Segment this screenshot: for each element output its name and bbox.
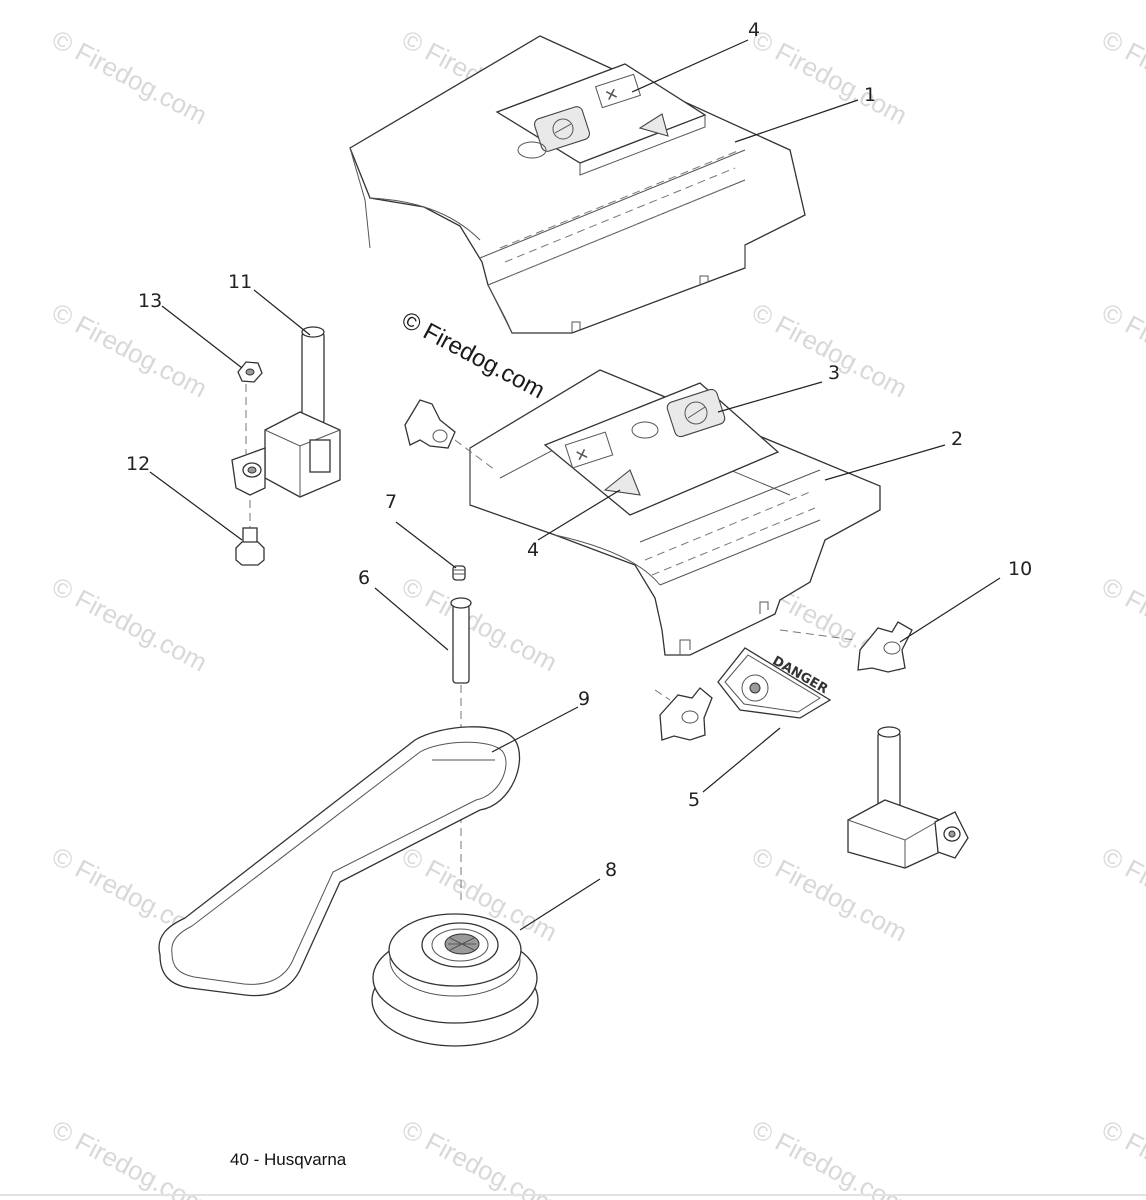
- part-5-danger-decal: DANGER: [717, 647, 832, 719]
- callout-5: 5: [688, 789, 700, 811]
- right-bracket-post: [847, 726, 969, 869]
- callout-4-lower: 4: [527, 539, 539, 561]
- callout-4: 4: [748, 19, 760, 41]
- watermark: © Firedog.com: [47, 571, 212, 678]
- callout-9: 9: [578, 688, 590, 710]
- watermark: © Firedog.com: [1097, 297, 1146, 404]
- watermark: © Firedog.com: [1097, 24, 1146, 131]
- callout-3: 3: [828, 362, 840, 384]
- watermark: © Firedog.com: [397, 571, 562, 678]
- part-7-set-screw: [452, 565, 466, 581]
- callout-8: 8: [605, 859, 617, 881]
- callout-labels: 1 2 3 4 4 5 6 7 8 9 10 11 12 13: [126, 19, 1032, 881]
- watermark: © Firedog.com: [747, 1114, 912, 1200]
- watermark: © Firedog.com: [1097, 841, 1146, 948]
- svg-text:✕: ✕: [573, 444, 592, 466]
- callout-13: 13: [138, 290, 162, 312]
- leader-lines: [149, 39, 1001, 931]
- callout-10: 10: [1008, 558, 1032, 580]
- wing-knob-lower: [654, 687, 713, 741]
- wing-knob-upper-left: [404, 399, 496, 471]
- callout-2: 2: [951, 428, 963, 450]
- part-13-nut: [237, 361, 263, 383]
- callout-1: 1: [864, 84, 876, 106]
- svg-text:✕: ✕: [602, 84, 621, 106]
- page-footer: 40 - Husqvarna: [230, 1150, 347, 1169]
- watermark: © Firedog.com: [1097, 1114, 1146, 1200]
- watermark: © Firedog.com: [747, 297, 912, 404]
- watermark: © Firedog.com: [47, 1114, 212, 1200]
- callout-12: 12: [126, 453, 150, 475]
- wing-knob-10: [779, 621, 913, 673]
- watermark: © Firedog.com: [397, 1114, 562, 1200]
- part-1-upper-belt-cover: ✕: [349, 35, 806, 334]
- bottom-rule: [0, 1194, 1146, 1196]
- part-8-pulley: [371, 913, 539, 1047]
- watermark: © Firedog.com: [47, 297, 212, 404]
- callout-7: 7: [385, 491, 397, 513]
- watermark: © Firedog.com: [47, 24, 212, 131]
- callout-6: 6: [358, 567, 370, 589]
- watermark: © Firedog.com: [1097, 571, 1146, 678]
- watermark: © Firedog.com: [747, 24, 912, 131]
- part-9-belt: [158, 726, 521, 997]
- part-2-lower-belt-cover: ✕: [469, 369, 881, 656]
- part-11-bracket-post: [231, 326, 341, 530]
- part-12-bolt: [235, 527, 265, 566]
- callout-11: 11: [228, 271, 252, 293]
